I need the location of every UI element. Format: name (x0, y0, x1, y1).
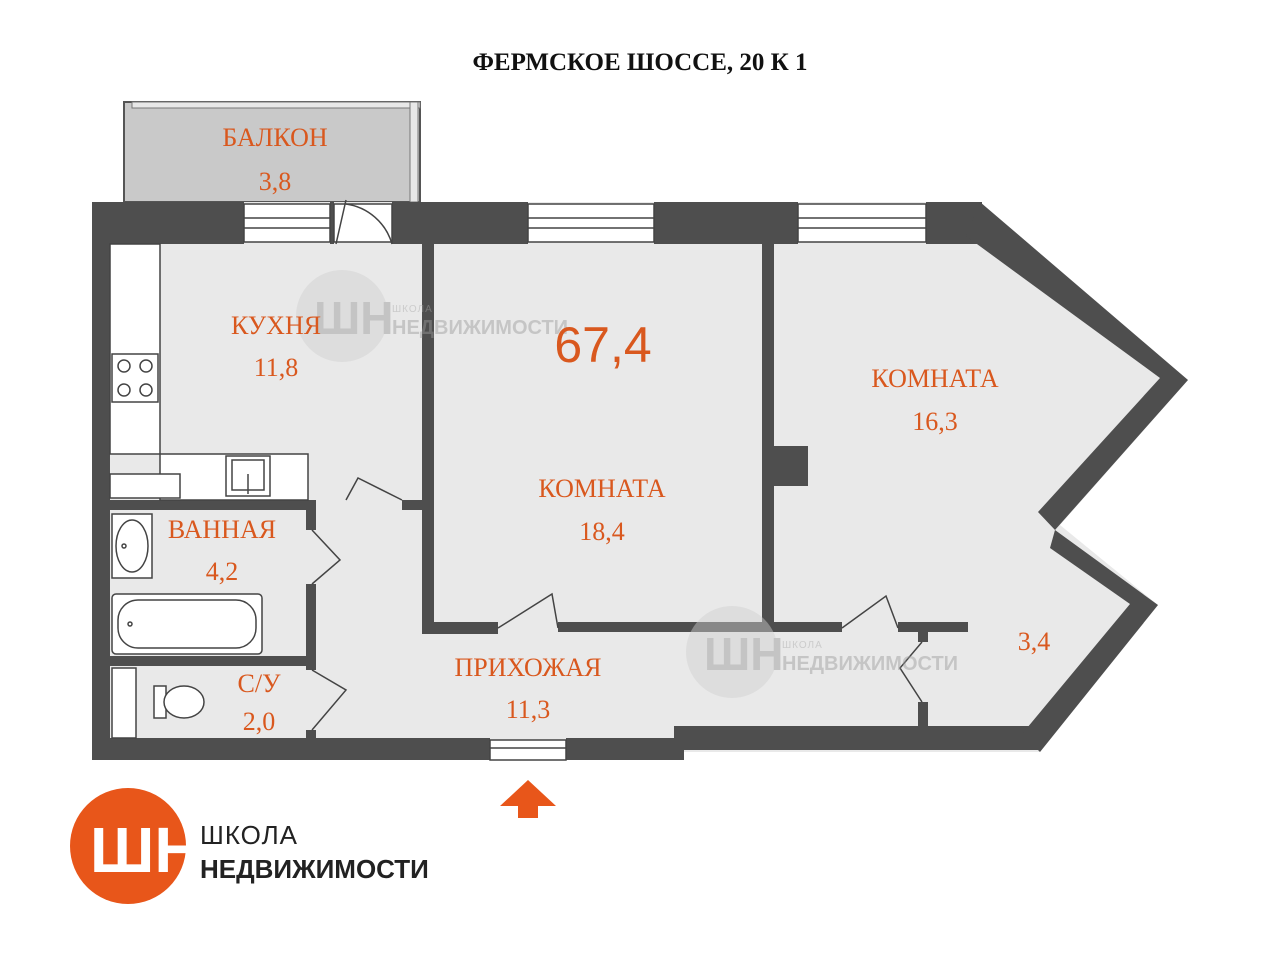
hallway-area: 11,3 (506, 695, 551, 724)
svg-text:ШН: ШН (90, 814, 201, 886)
watermark-bottom: ШН ШКОЛА НЕДВИЖИМОСТИ (686, 606, 958, 698)
bathroom-area: 4,2 (206, 557, 239, 586)
door-room1 (497, 592, 559, 629)
brand-logo-icon (70, 788, 186, 904)
door-room2 (841, 594, 899, 629)
balcony-name: БАЛКОН (222, 123, 327, 152)
window-kitchen (243, 203, 331, 243)
windows (243, 203, 927, 243)
svg-text:ШКОЛА: ШКОЛА (392, 304, 433, 315)
door-storage (899, 641, 923, 703)
sink-icon (225, 455, 271, 497)
apartment-floor (92, 202, 1188, 752)
room1-name: КОМНАТА (538, 474, 665, 503)
window-room2 (797, 203, 927, 243)
svg-text:ШН: ШН (704, 628, 783, 680)
toilet-icon (111, 667, 205, 739)
door-toilet (311, 669, 348, 731)
kitchen-name: КУХНЯ (231, 311, 321, 340)
room2-name: КОМНАТА (871, 364, 998, 393)
hallway-name: ПРИХОЖАЯ (454, 653, 601, 682)
brand-logo: ШН ШКОЛА НЕДВИЖИМОСТИ (70, 788, 429, 904)
svg-text:ШН: ШН (314, 292, 393, 344)
brand-name-line2: НЕДВИЖИМОСТИ (200, 854, 429, 884)
kitchen-area: 11,8 (254, 353, 299, 382)
kitchen-fixtures (109, 243, 309, 501)
room1-area: 18,4 (579, 517, 625, 546)
svg-text:НЕДВИЖИМОСТИ: НЕДВИЖИМОСТИ (392, 317, 568, 339)
toilet-area: 2,0 (243, 707, 276, 736)
storage-area: 3,4 (1018, 627, 1051, 656)
bathtub-icon (111, 593, 263, 655)
svg-text:ШКОЛА: ШКОЛА (782, 640, 823, 651)
outer-walls (92, 202, 1188, 760)
balcony-area: 3,8 (259, 167, 292, 196)
stove-icon (111, 353, 159, 403)
bathroom-name: ВАННАЯ (168, 515, 276, 544)
door-entrance (489, 739, 567, 761)
doors (311, 199, 923, 761)
toilet-name: С/У (238, 669, 282, 698)
room2-area: 16,3 (912, 407, 958, 436)
balcony (123, 101, 421, 203)
entrance-arrow-icon (500, 780, 556, 818)
brand-name-line1: ШКОЛА (200, 820, 298, 850)
svg-text:НЕДВИЖИМОСТИ: НЕДВИЖИМОСТИ (782, 653, 958, 675)
door-balcony (333, 199, 393, 245)
watermark-top: ШН ШКОЛА НЕДВИЖИМОСТИ (296, 270, 568, 362)
window-room1 (527, 203, 655, 243)
door-bathroom (311, 529, 342, 585)
total-area: 67,4 (554, 317, 651, 373)
bathroom-fixtures (111, 513, 263, 739)
plan-title: ФЕРМСКОЕ ШОССЕ, 20 К 1 (472, 49, 807, 76)
interior-walls (110, 244, 968, 740)
door-kitchen (345, 477, 403, 501)
washbasin-icon (111, 513, 153, 579)
